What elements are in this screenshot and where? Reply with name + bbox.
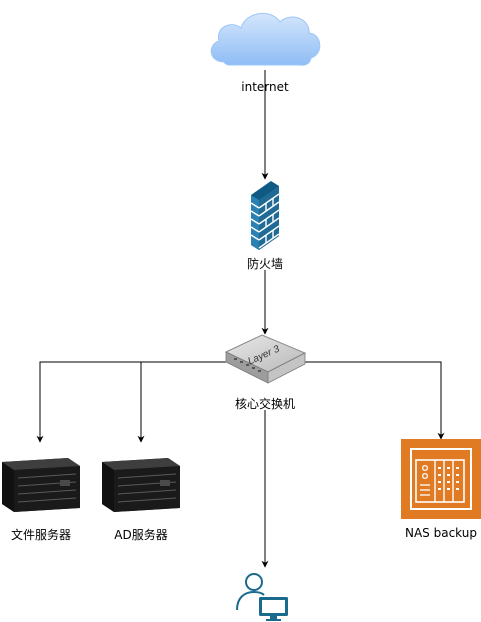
- firewall-label: 防火墙: [246, 257, 284, 271]
- edges: [36, 70, 445, 568]
- core-switch-label: 核心交换机: [234, 397, 296, 411]
- rack-server-icon[interactable]: [102, 458, 180, 512]
- cloud-icon[interactable]: [210, 13, 321, 66]
- internet-label: internet: [241, 80, 289, 94]
- firewall-icon[interactable]: [250, 181, 280, 250]
- layer3-switch-icon[interactable]: Layer 3: [224, 334, 307, 384]
- edge-switch-file-server: [36, 361, 227, 443]
- nas-storage-icon[interactable]: [401, 439, 481, 519]
- user-workstation-icon[interactable]: [236, 573, 288, 621]
- nas-backup-label: NAS backup: [405, 526, 477, 540]
- edge-switch-ad-server: [137, 361, 227, 443]
- rack-server-icon[interactable]: [2, 458, 80, 512]
- file-server-label: 文件服务器: [10, 528, 72, 542]
- edge-switch-nas: [305, 361, 445, 440]
- ad-server-label: AD服务器: [114, 528, 168, 542]
